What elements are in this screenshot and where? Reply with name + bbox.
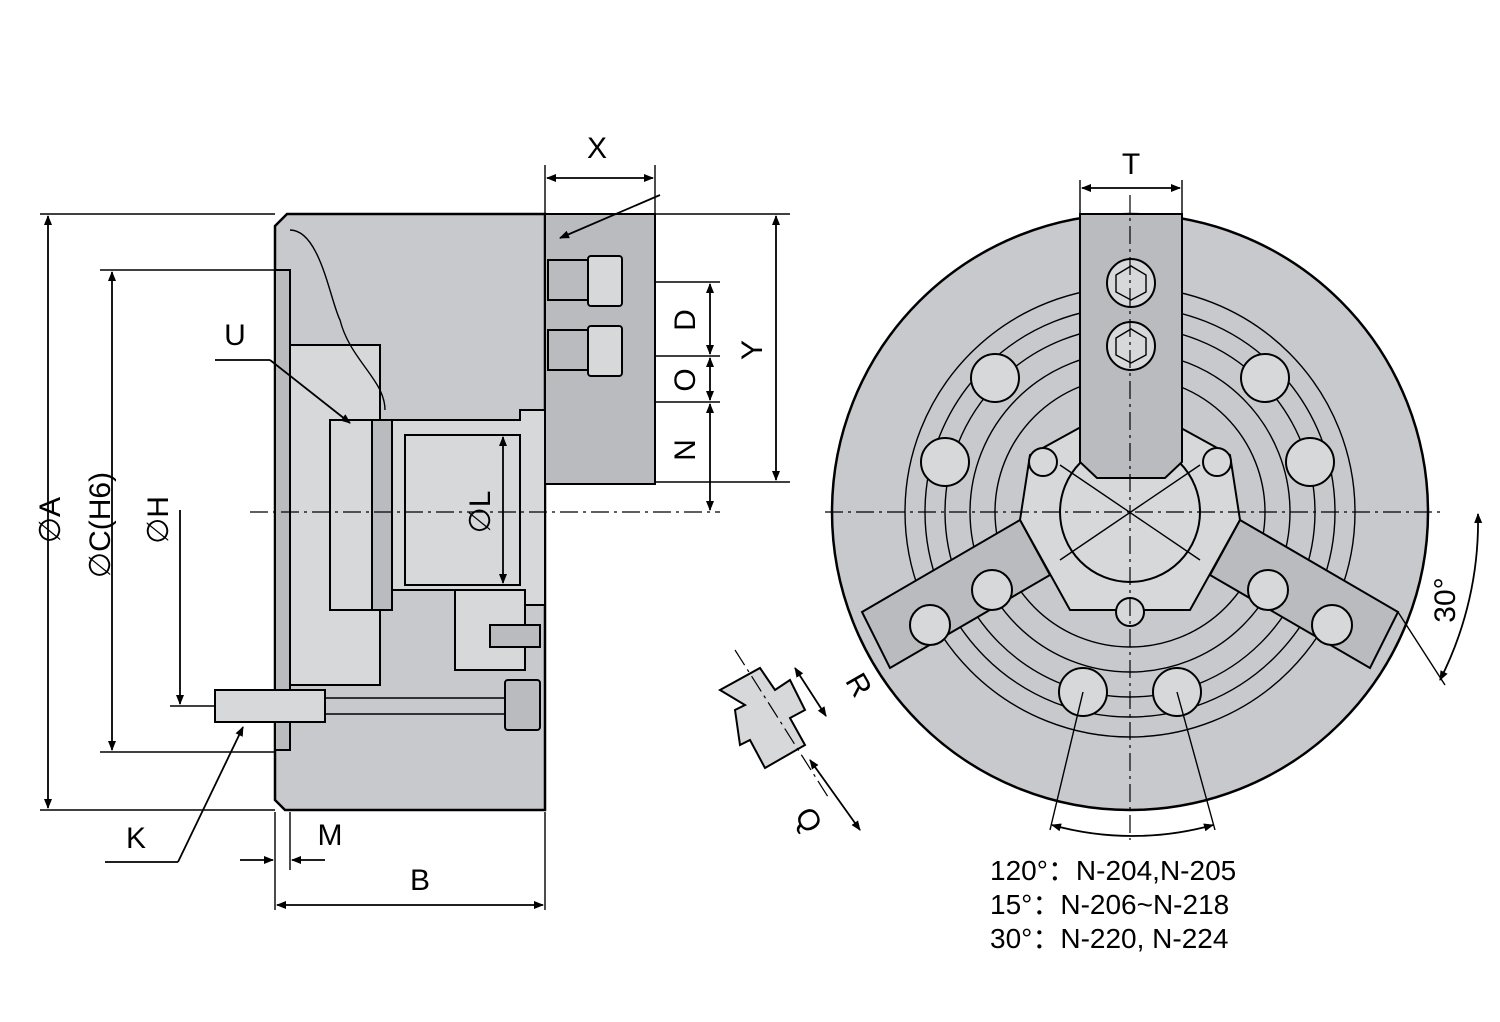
dim-30deg: 30° [1429,577,1462,622]
dim-M: M [318,819,343,852]
dim-phiL: ∅L [464,491,497,534]
mount-bolt-shank [214,689,326,723]
dim-T: T [1122,148,1140,181]
small-bolt [489,624,541,648]
jaw-nut-2 [547,329,589,371]
dim-Y: Y [736,340,769,360]
side-view: ∅A ∅C(H6) ∅H ∅L U X D O N [34,132,790,910]
label-U: U [224,319,246,352]
tslot-profile [717,666,807,770]
note-3: 30°：N-220, N-224 [990,923,1228,954]
dim-X: X [587,132,607,165]
back-rim [274,269,291,751]
dim-Q: Q [788,802,828,839]
dim-O: O [669,368,702,391]
note-2: 15°：N-206~N-218 [990,889,1229,920]
dim-phiC: ∅C(H6) [84,472,117,578]
tslot-detail: R Q [717,649,878,839]
jaw-screw-2 [587,325,623,377]
dim-D: D [669,309,702,331]
dim-phiH: ∅H [142,496,175,544]
jaw-left [860,518,1052,670]
dim-B: B [410,864,430,897]
dim-phiA: ∅A [34,497,67,543]
mount-bolt-head [504,679,541,731]
jaw-nut-1 [547,259,589,301]
front-view: T 30° [825,148,1483,840]
angle-notes: 120°：N-204,N-205 15°：N-206~N-218 30°：N-2… [990,855,1236,954]
dim-N: N [669,439,702,461]
note-1: 120°：N-204,N-205 [990,855,1236,886]
piston-wall [371,419,393,611]
dim-R: R [839,668,878,703]
label-K: K [126,822,146,855]
jaw-screw-1 [587,255,623,307]
